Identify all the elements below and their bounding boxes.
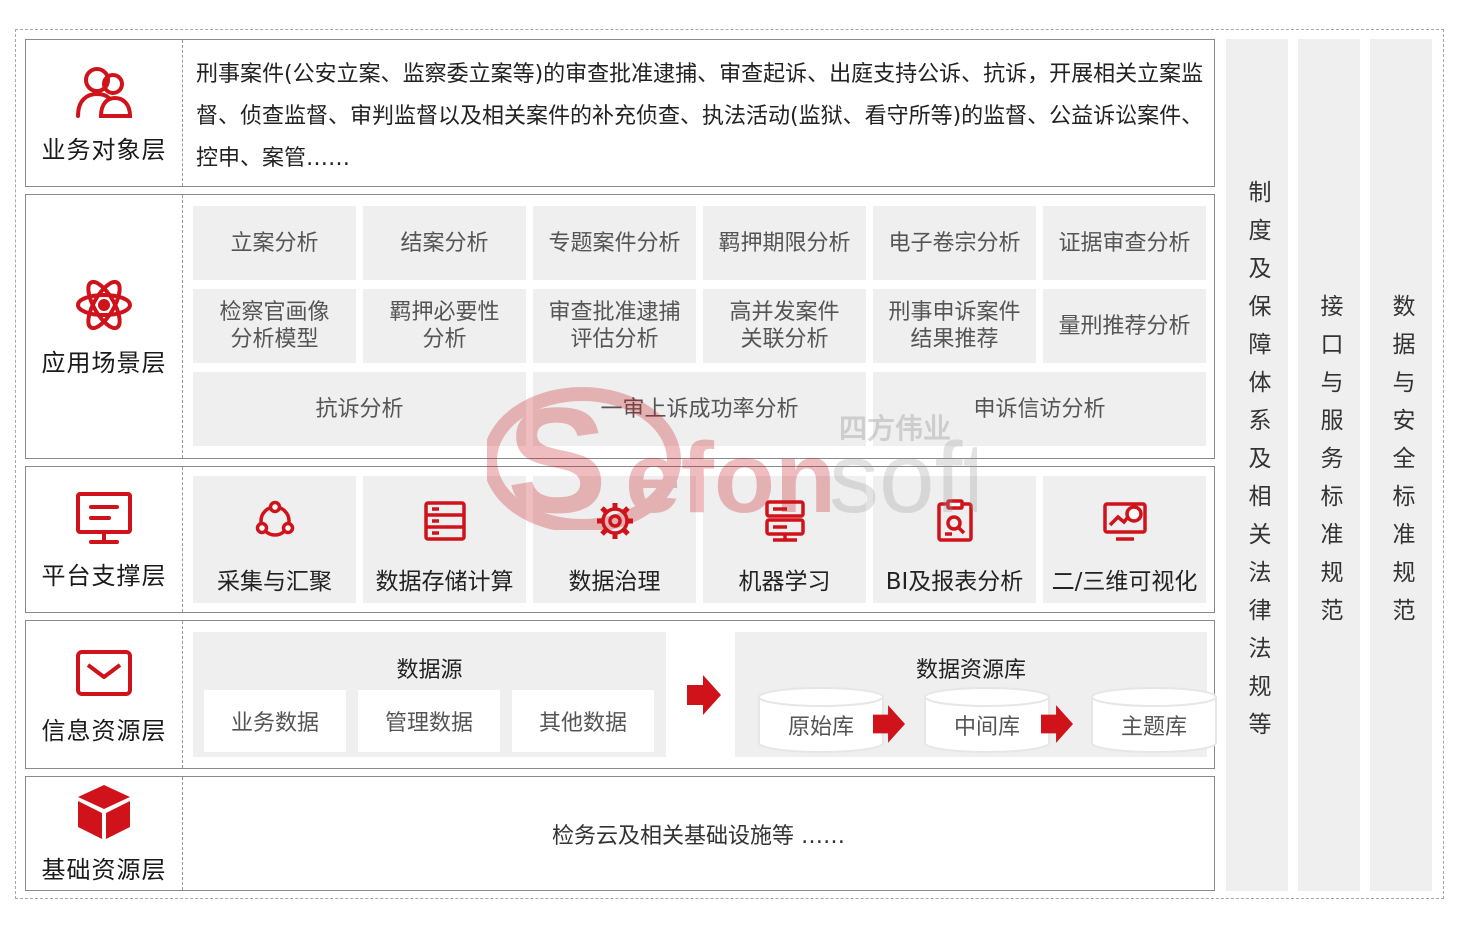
business-description: 刑事案件(公安立案、监察委立案等)的审查批准逮捕、审查起诉、出庭支持公诉、抗诉，… [196, 62, 1204, 171]
infrastructure-resource-layer: 基础资源层 检务云及相关基础设施等 …… [25, 776, 1215, 891]
layer-header: 信息资源层 [26, 621, 183, 768]
layer-title: 平台支撑层 [41, 562, 167, 590]
layer-header: 应用场景层 [26, 195, 183, 458]
repo-cylinder: 中间库 [923, 687, 1051, 753]
repo-cylinder: 原始库 [757, 687, 885, 753]
monitor-icon [74, 488, 134, 548]
scenario-cell: 专题案件分析 [533, 206, 696, 280]
scenario-cell: 结案分析 [363, 206, 526, 280]
side-column-interface-standards: 接口与服务标准规范 [1298, 39, 1360, 891]
report-icon [873, 498, 1036, 544]
layer-title: 应用场景层 [41, 349, 167, 377]
scenario-cell: 量刑推荐分析 [1043, 289, 1206, 363]
scenario-cell: 立案分析 [193, 206, 356, 280]
repo-label: 主题库 [1120, 715, 1187, 740]
scenario-cell: 检察官画像 分析模型 [193, 289, 356, 363]
mail-icon [74, 643, 134, 703]
chart-icon [1043, 498, 1206, 544]
gear-icon [533, 498, 696, 544]
application-scenario-layer: 应用场景层 立案分析结案分析专题案件分析羁押期限分析电子卷宗分析证据审查分析检察… [25, 194, 1215, 459]
infrastructure-content: 检务云及相关基础设施等 …… [552, 823, 845, 849]
data-source-box: 数据源 业务数据 管理数据 其他数据 [193, 632, 666, 757]
business-object-layer: 业务对象层 刑事案件(公安立案、监察委立案等)的审查批准逮捕、审查起诉、出庭支持… [25, 39, 1215, 187]
scenario-cell: 证据审查分析 [1043, 206, 1206, 280]
server-icon [703, 498, 866, 544]
data-repository-box: 数据资源库 原始库 中间库 主题库 [735, 632, 1217, 757]
side-column-text: 制度及保障体系及相关法律法规等 [1244, 180, 1270, 750]
repo-label: 原始库 [787, 715, 854, 740]
scenario-cell: 刑事申诉案件 结果推荐 [873, 289, 1036, 363]
scenario-cell: 羁押必要性 分析 [363, 289, 526, 363]
layer-title: 基础资源层 [41, 856, 167, 884]
platform-label: 数据治理 [568, 569, 661, 595]
scenario-cell: 高并发案件 关联分析 [703, 289, 866, 363]
atom-icon [74, 275, 134, 335]
arrow-right-icon [873, 705, 905, 743]
arrow-right-icon [687, 675, 721, 715]
layer-header: 平台支撑层 [26, 467, 183, 612]
platform-label: 采集与汇聚 [217, 569, 332, 595]
scenario-cell: 抗诉分析 [193, 372, 526, 446]
platform-cell: 采集与汇聚 [193, 476, 356, 603]
repo-cylinder: 主题库 [1090, 687, 1218, 753]
platform-label: BI及报表分析 [885, 569, 1024, 595]
source-item: 其他数据 [512, 690, 654, 752]
storage-icon [363, 498, 526, 544]
side-column-security-standards: 数据与安全标准规范 [1370, 39, 1432, 891]
information-resource-layer: 信息资源层 数据源 业务数据 管理数据 其他数据 数据资源库 原始库 中间库 [25, 620, 1217, 769]
source-item: 业务数据 [204, 690, 346, 752]
outer-frame [15, 29, 1444, 899]
platform-label: 机器学习 [738, 569, 831, 595]
cube-icon [74, 782, 134, 842]
users-icon [74, 62, 134, 122]
side-column-regulations: 制度及保障体系及相关法律法规等 [1226, 39, 1288, 891]
layer-title: 业务对象层 [41, 135, 167, 164]
platform-label: 二/三维可视化 [1051, 569, 1198, 595]
data-source-title: 数据源 [396, 658, 463, 683]
platform-cell: 机器学习 [703, 476, 866, 603]
platform-cell: 数据治理 [533, 476, 696, 603]
layer-header: 业务对象层 [26, 40, 183, 186]
platform-cell: 二/三维可视化 [1043, 476, 1206, 603]
scenario-cell: 羁押期限分析 [703, 206, 866, 280]
platform-label: 数据存储计算 [375, 569, 514, 595]
scenario-cell: 一审上诉成功率分析 [533, 372, 866, 446]
platform-cell: BI及报表分析 [873, 476, 1036, 603]
repo-label: 中间库 [953, 715, 1020, 740]
platform-support-layer: 平台支撑层 采集与汇聚 数据存储计算 数据治理 机器学习 BI及报表分析 二/三维可视化 [25, 466, 1215, 613]
scenario-cell: 申诉信访分析 [873, 372, 1206, 446]
source-item: 管理数据 [358, 690, 500, 752]
layer-header: 基础资源层 [26, 777, 183, 890]
data-repository-title: 数据资源库 [915, 658, 1026, 683]
side-column-text: 数据与安全标准规范 [1388, 294, 1414, 636]
platform-cell: 数据存储计算 [363, 476, 526, 603]
scenario-cell: 电子卷宗分析 [873, 206, 1036, 280]
scenario-cell: 审查批准逮捕 评估分析 [533, 289, 696, 363]
side-column-text: 接口与服务标准规范 [1316, 294, 1342, 636]
layer-title: 信息资源层 [41, 717, 167, 745]
arrow-right-icon [1041, 705, 1073, 743]
network-icon [193, 498, 356, 544]
